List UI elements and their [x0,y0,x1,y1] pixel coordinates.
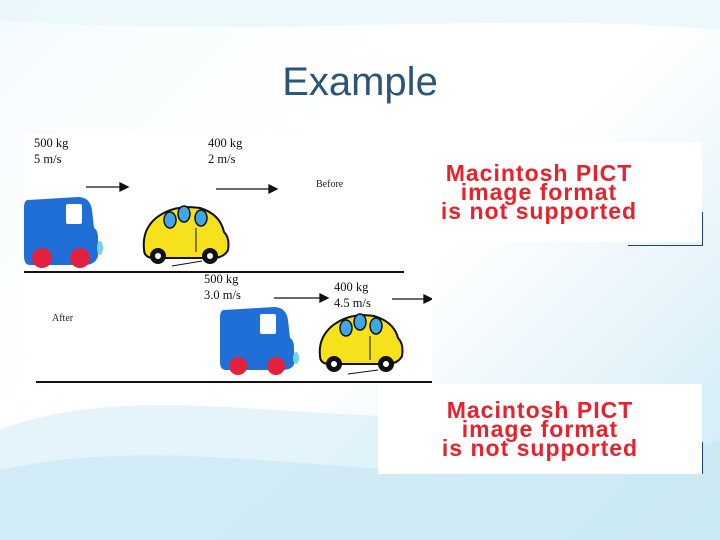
pict-frame-1 [628,212,703,246]
after-car2-mass: 400 kg [334,280,369,294]
pict1-line2: image format [460,178,618,205]
truck-before [24,197,103,268]
collision-drawing [24,181,432,383]
pict1-line1: Macintosh PICT [445,159,633,186]
before-car1-mass: 500 kg [34,136,69,150]
after-car1-speed: 3.0 m/s [204,288,241,302]
slide-title: Example [282,60,438,104]
pict-placeholder-1: Macintosh PICT image format is not suppo… [376,142,702,242]
after-arrows [274,292,432,305]
before-car1-speed: 5 m/s [34,152,62,166]
after-label: After [52,313,74,324]
after-car2-speed: 4.5 m/s [334,296,371,310]
pict-placeholder-2: Macintosh PICT image format is not suppo… [378,384,702,474]
before-car2-speed: 2 m/s [208,152,236,166]
before-car2-mass: 400 kg [208,136,243,150]
car-before [142,205,230,267]
after-car1-mass: 500 kg [204,272,239,286]
pict2-line3: is not supported [441,434,639,461]
pict2-line1: Macintosh PICT [446,396,634,423]
before-arrows [86,181,279,195]
truck-after [220,307,299,375]
before-label: Before [316,179,344,190]
pict2-line2: image format [461,415,619,442]
collision-diagram: 500 kg 5 m/s 400 kg 2 m/s Before 500 kg … [24,134,432,384]
pict1-line3: is not supported [440,197,638,224]
car-after [318,313,404,375]
